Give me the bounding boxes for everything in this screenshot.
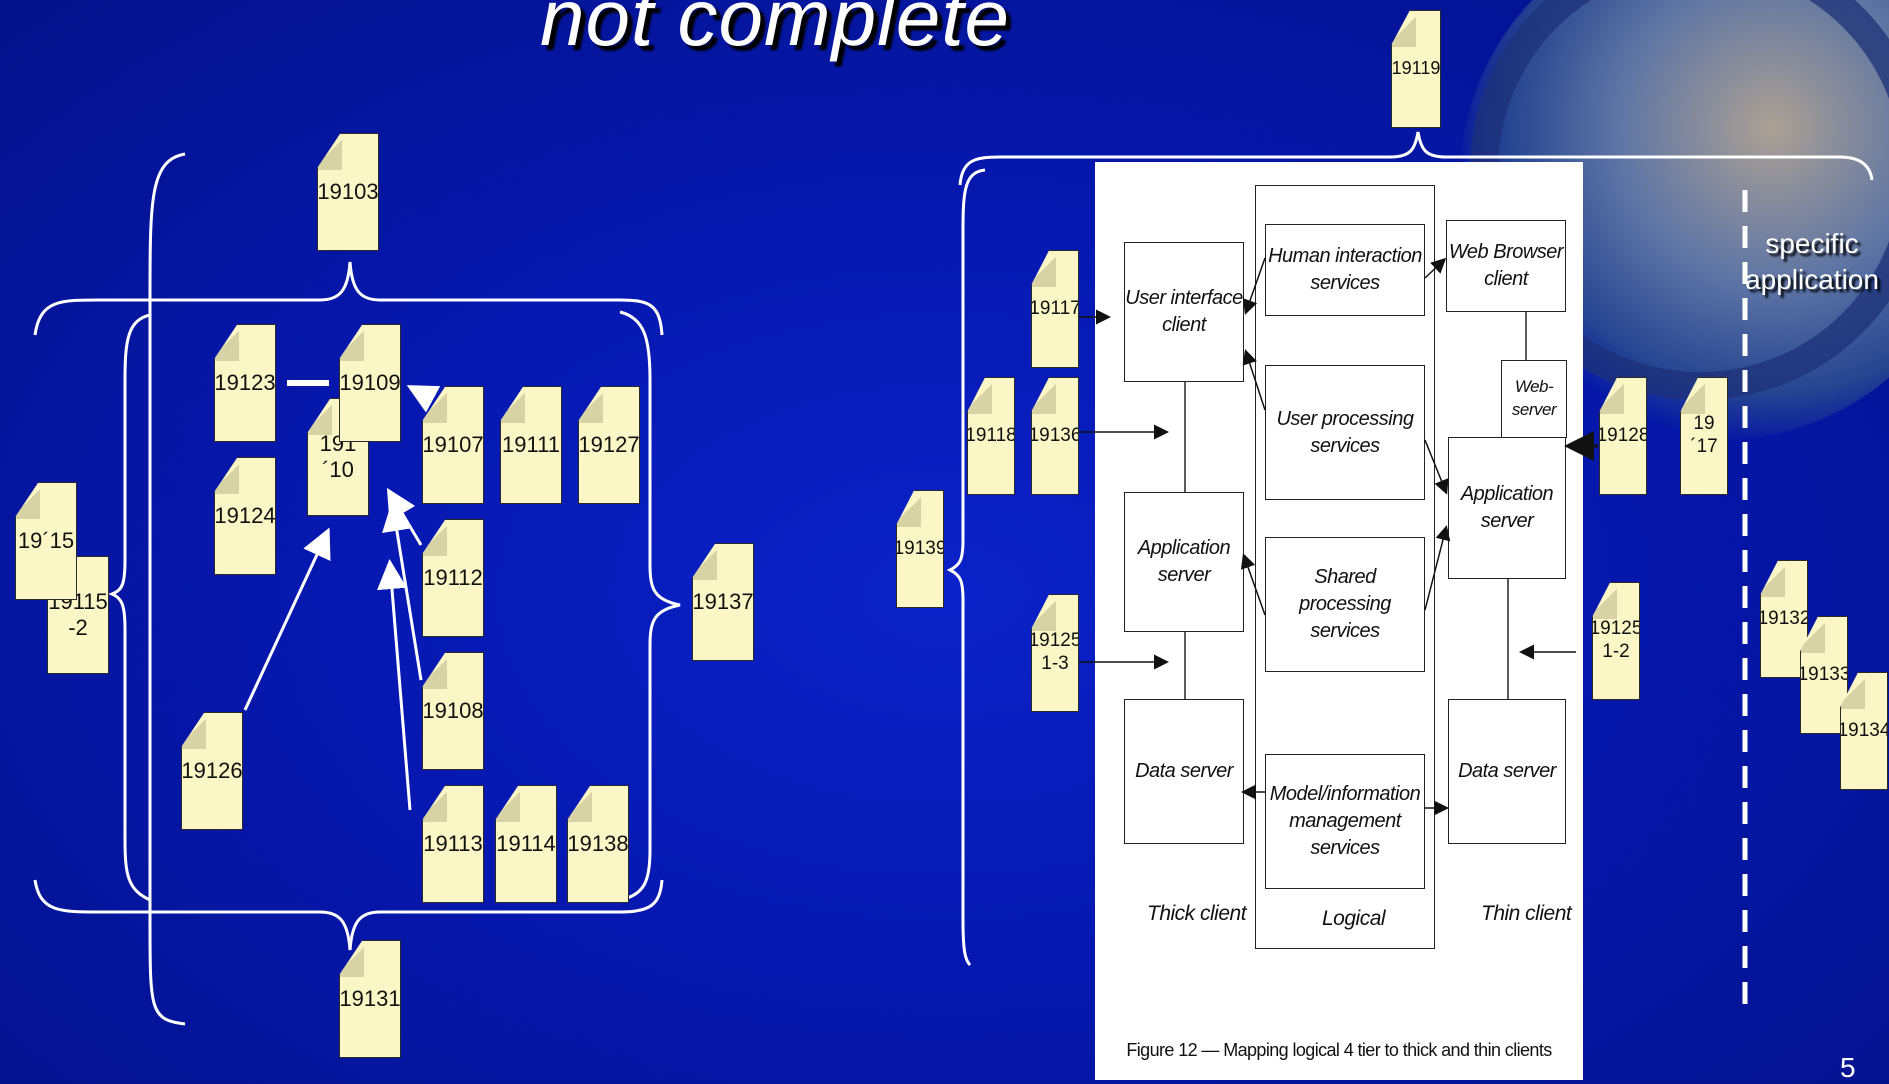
box-shared-processing-services: Shared processing services: [1265, 537, 1425, 672]
arrow-shared-to-app: [1240, 553, 1266, 616]
box-model-information-services: Model/information management services: [1265, 754, 1425, 889]
arrow-human-to-ui: [1242, 257, 1266, 315]
page-number: 5: [1840, 1052, 1856, 1083]
figure-caption: Figure 12 — Mapping logical 4 tier to th…: [1126, 1040, 1552, 1060]
label-logical: Logical: [1322, 907, 1386, 930]
figure-mapping-tiers: User interface client Application server…: [1095, 162, 1583, 1080]
right-curly-brace: [619, 310, 681, 902]
label-thick-client: Thick client: [1147, 902, 1247, 925]
arrow-shared-to-appserver: [1424, 525, 1451, 611]
label-thin-client: Thin client: [1481, 902, 1572, 925]
bottom-curly-brace: [33, 879, 664, 951]
box-web-browser-client: Web Browser client: [1446, 220, 1566, 312]
specific-application-label: specific application: [1745, 228, 1879, 295]
box-application-server-right: Application server: [1448, 437, 1566, 579]
box-data-server-right: Data server: [1448, 699, 1566, 844]
arrow-19113-19110: [377, 559, 412, 811]
box-user-processing-services: User processing services: [1265, 365, 1425, 500]
top-curly-brace: [33, 261, 664, 336]
large-left-bracket: [148, 152, 186, 1026]
figure-left-brace: [946, 168, 986, 967]
arrow-19108-19110: [382, 501, 423, 681]
box-human-interaction-services: Human interaction services: [1265, 224, 1425, 316]
doc-19107: 19107: [422, 386, 484, 504]
arrow-human-to-browser: [1424, 257, 1447, 279]
figure-top-brace: [958, 131, 1874, 186]
doc-19128: 19128: [1599, 377, 1647, 495]
box-user-interface-client: User interface client: [1124, 242, 1244, 382]
doc-19124: 19124: [214, 457, 276, 575]
box-web-server: Web-server: [1501, 360, 1567, 438]
arrow-user-proc-to-ui: [1242, 349, 1266, 411]
box-application-server-left: Application server: [1124, 492, 1244, 632]
slide-title: not complete: [540, 0, 1011, 62]
arrow-19107-19109: [406, 385, 441, 413]
doc-19114: 19114: [495, 785, 557, 903]
box-data-server-left: Data server: [1124, 699, 1244, 844]
arrow-19126-19110: [243, 527, 331, 711]
logical-column: [1255, 185, 1435, 949]
arrow-user-proc-to-appserver: [1424, 439, 1449, 495]
left-curly-brace: [107, 313, 151, 902]
